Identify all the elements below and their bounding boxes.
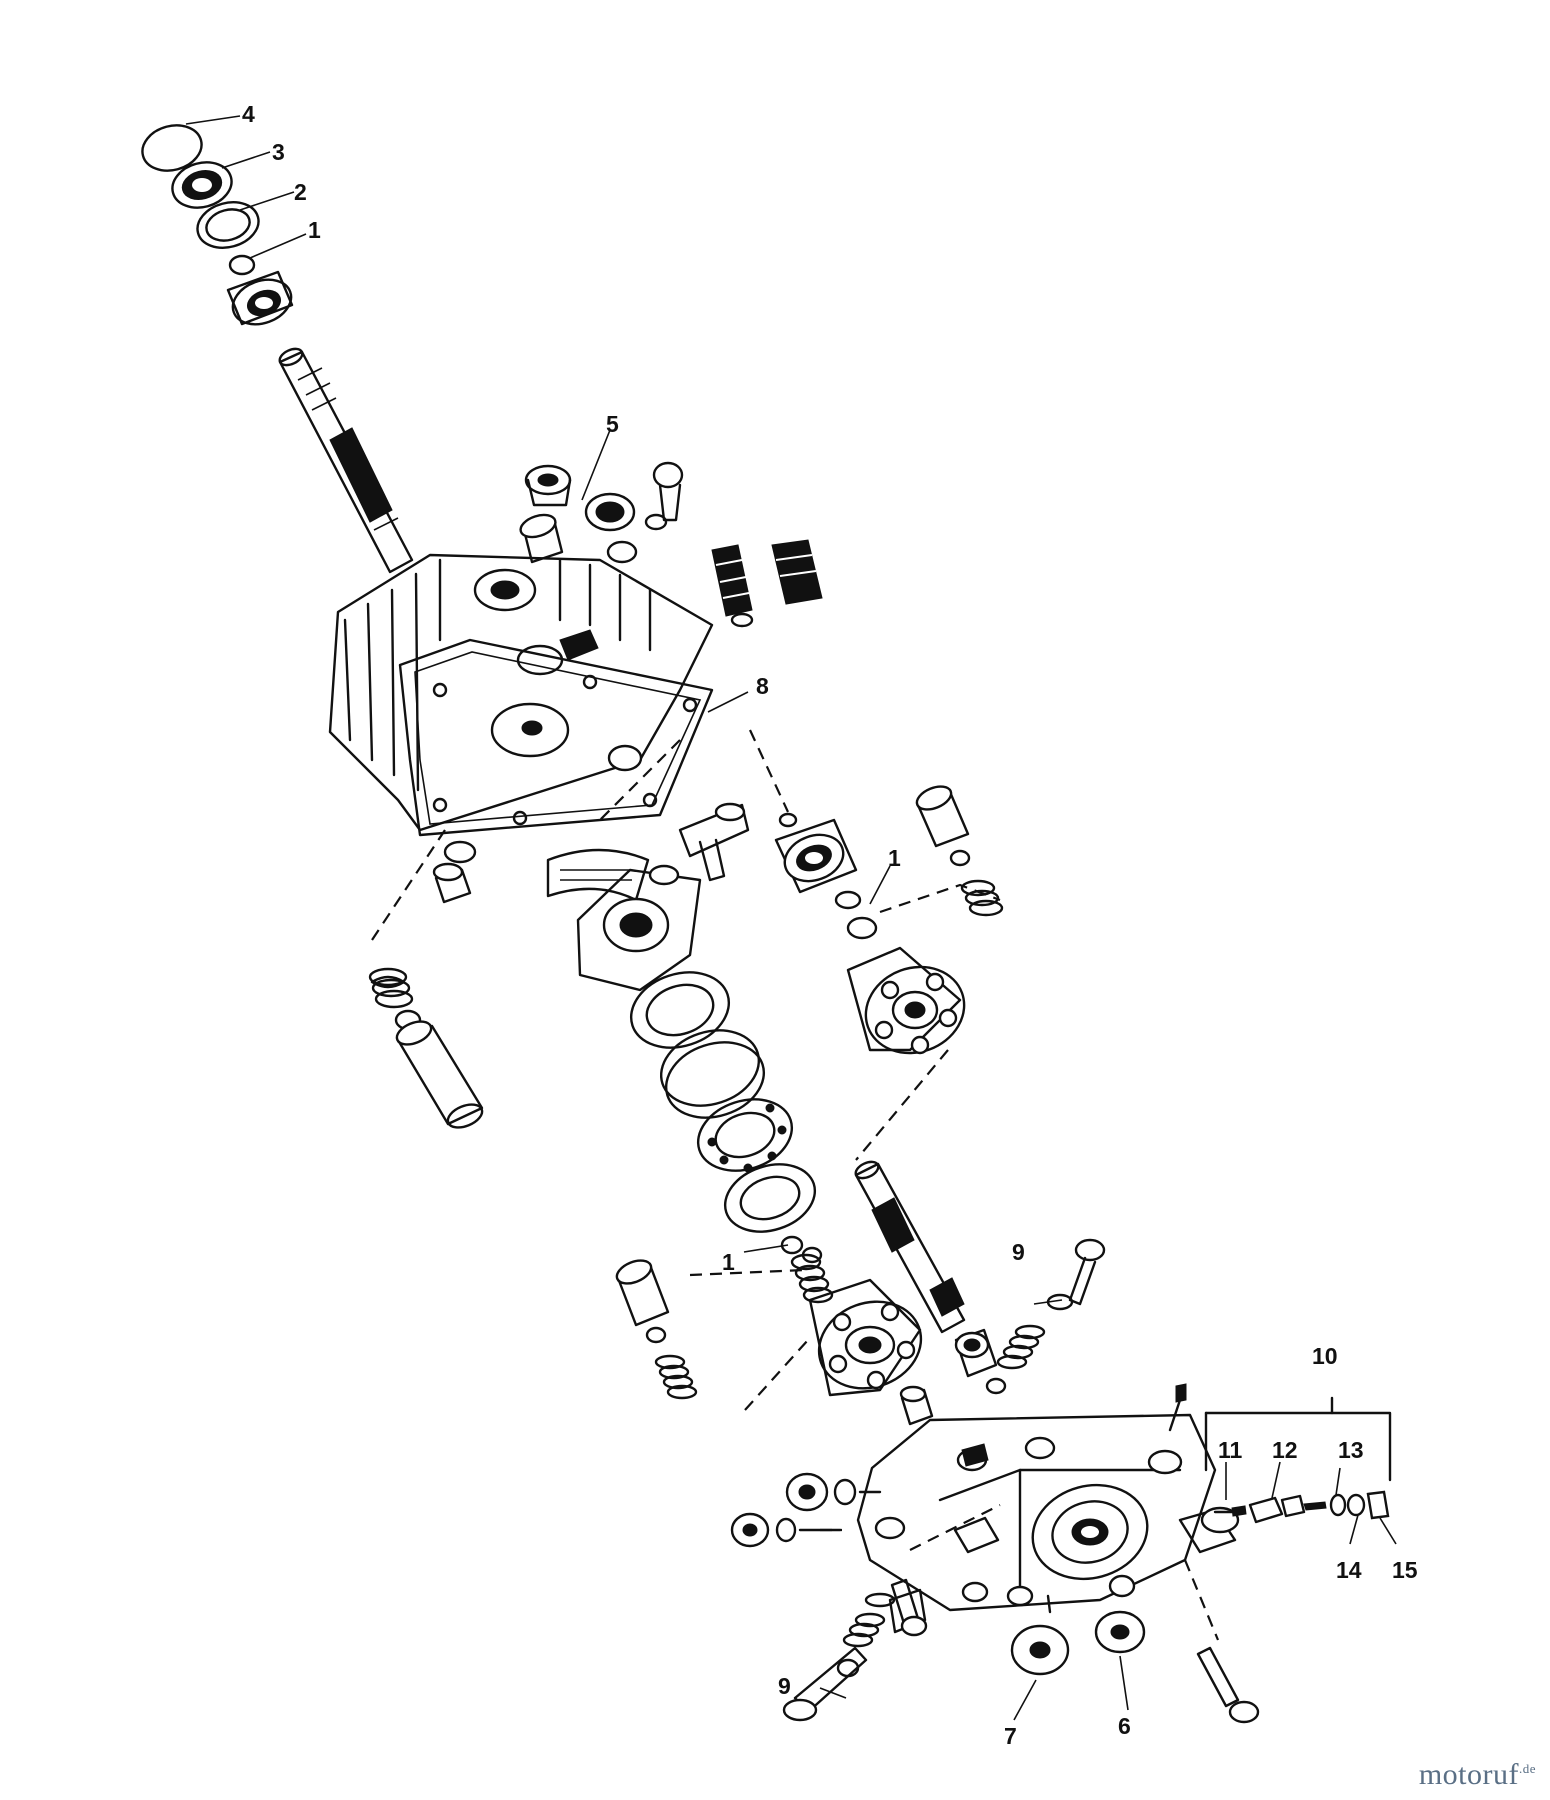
bolt-part [644, 461, 684, 531]
seal-part [171, 161, 233, 209]
cylinder-pin-part [899, 1385, 934, 1426]
plug-7-part [1010, 1594, 1070, 1676]
thrust-bearing-part [546, 848, 650, 902]
callout-11: 11 [1218, 1437, 1243, 1463]
lower-cap-screw-part [890, 1578, 928, 1637]
bearing-part [226, 270, 294, 326]
output-shaft-part [854, 1160, 966, 1334]
needle-bearing-part [696, 1098, 794, 1173]
right-piston-part [915, 785, 1004, 917]
callout-4: 4 [242, 101, 255, 127]
callout-1-lower: 1 [722, 1249, 735, 1275]
top-right-pin-part [1168, 1383, 1187, 1432]
shaft-bearing-part [954, 1328, 998, 1378]
bracket-10 [1204, 1396, 1392, 1482]
check-valve-part [432, 840, 477, 904]
center-section-part [856, 1413, 1240, 1634]
callout-3: 3 [272, 139, 285, 165]
output-bearing-part [774, 812, 858, 894]
callout-9-bottom: 9 [778, 1673, 791, 1699]
callout-labels: 4 3 2 1 5 8 1 1 9 10 11 12 13 14 15 9 7 … [242, 101, 1418, 1749]
cylinder-oring-part [834, 890, 878, 940]
leader-lines [185, 115, 1397, 1721]
callout-14: 14 [1336, 1557, 1362, 1583]
lower-spring-part [790, 1253, 834, 1304]
spring-part [711, 539, 823, 628]
bottom-right-bolt-part [1196, 1646, 1260, 1724]
assembly-lines [371, 729, 1220, 1641]
transmission-housing-part [328, 553, 714, 832]
watermark-tld: .de [1518, 1761, 1536, 1776]
lower-cylinder-block-part [808, 1278, 923, 1397]
retaining-ring-part [141, 124, 203, 172]
top-spring-part [985, 1324, 1046, 1395]
housing-gasket-part [398, 638, 714, 837]
callout-10: 10 [1312, 1343, 1338, 1369]
callout-1-right: 1 [888, 845, 901, 871]
callout-7: 7 [1004, 1723, 1017, 1749]
large-washer-part [629, 971, 731, 1049]
callout-1-top: 1 [308, 217, 321, 243]
callout-2: 2 [294, 179, 307, 205]
piston-part [519, 513, 564, 564]
thrust-washer-part [723, 1163, 817, 1233]
callout-15: 15 [1392, 1557, 1418, 1583]
callout-6: 6 [1118, 1713, 1131, 1739]
race-part [659, 1029, 766, 1119]
washer-part [196, 201, 260, 249]
input-shaft-part [278, 347, 414, 574]
trunnion-arm-part [678, 802, 750, 882]
callout-13: 13 [1338, 1437, 1364, 1463]
seal-ring-part [584, 492, 638, 564]
oring-part [228, 254, 256, 276]
watermark-logo: motoruf.de [1419, 1758, 1536, 1792]
plug-6-part [1094, 1574, 1146, 1654]
callout-9-top: 9 [1012, 1239, 1025, 1265]
watermark-name: motoruf [1418, 1758, 1519, 1791]
top-bolt-part [1046, 1238, 1106, 1311]
left-spring-part [368, 967, 422, 1031]
left-piston-part [395, 1020, 484, 1129]
swashplate-housing-part [576, 864, 702, 992]
callout-12: 12 [1272, 1437, 1298, 1463]
bottom-left-spring-part [842, 1592, 896, 1648]
callout-8: 8 [756, 673, 769, 699]
small-oring-part [780, 1235, 823, 1264]
check-valve-assembly [1213, 1490, 1390, 1524]
side-plug-part [730, 1472, 882, 1548]
lower-piston-part [615, 1259, 698, 1400]
bottom-left-bolt-part [782, 1646, 868, 1722]
upper-cylinder-block-part [846, 946, 966, 1055]
plug-part [524, 464, 572, 507]
callout-5: 5 [606, 411, 619, 437]
